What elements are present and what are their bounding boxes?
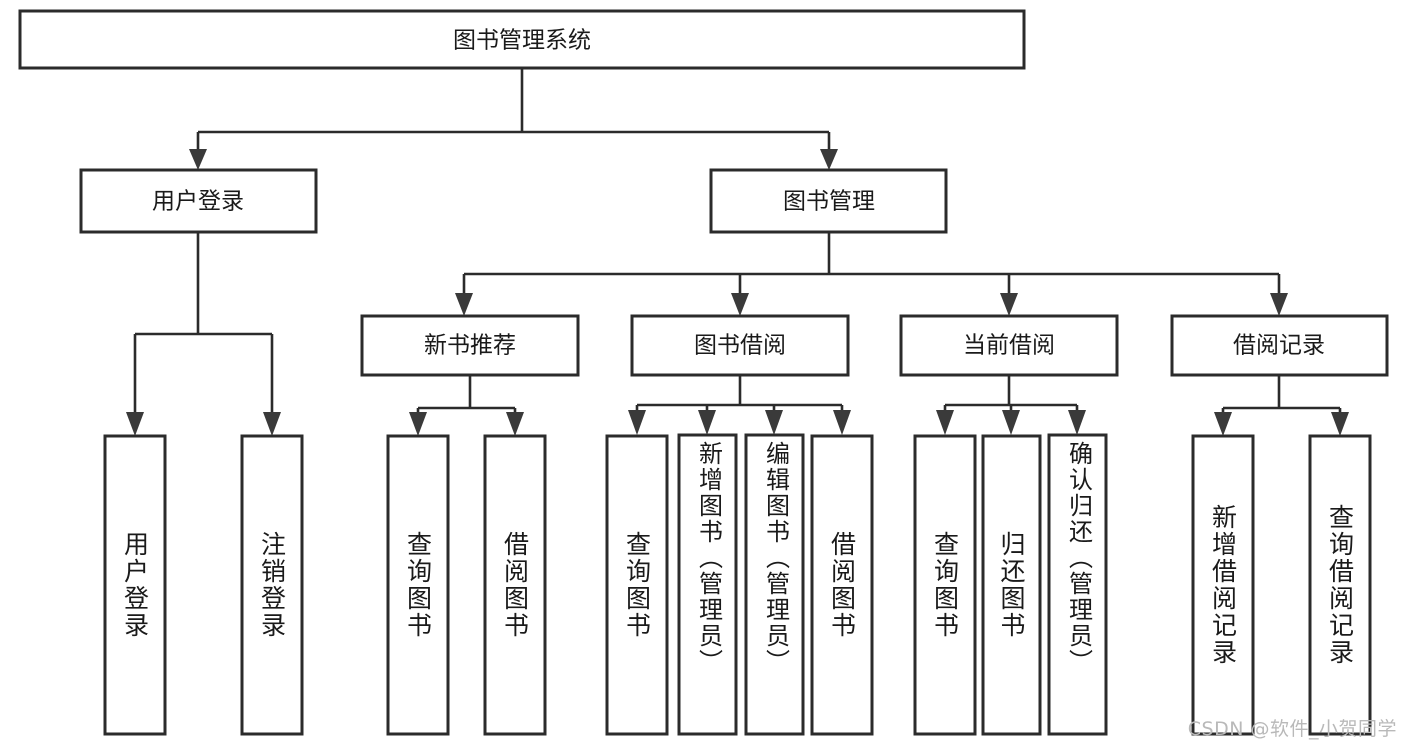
arrow-borrow-record-leaf-2 <box>1331 412 1349 436</box>
arrow-current-borrow-leaf-1 <box>936 410 954 435</box>
leaf-label-confirm-return-admin: 确认归还（管理员） <box>1064 441 1093 675</box>
leaf-box-user-login[interactable] <box>103 434 167 736</box>
leaf-box-query-book-2[interactable] <box>605 434 669 736</box>
arrow-book-borrow-leaf-1 <box>628 410 646 435</box>
arrow-root-to-user-login <box>189 149 207 170</box>
node-current-borrow-label: 当前借阅 <box>963 333 1055 359</box>
leaf-label-wrap-confirm-return-admin: 确认归还（管理员） <box>1049 435 1106 734</box>
leaf-box-add-book-admin[interactable] <box>677 433 738 736</box>
leaf-box-borrow-book-1[interactable] <box>483 434 547 736</box>
arrow-borrow-record-leaf-1 <box>1214 412 1232 436</box>
leaf-label-borrow-book-1: 借阅图书 <box>500 531 530 639</box>
leaf-label-wrap-edit-book-admin: 编辑图书（管理员） <box>746 435 803 734</box>
arrow-user-login-leaf-1 <box>126 412 144 436</box>
node-book-manage-box[interactable] <box>709 168 948 234</box>
leaf-label-wrap-borrow-book-1: 借阅图书 <box>485 436 545 734</box>
leaf-box-logout-login[interactable] <box>240 434 304 736</box>
node-user-login-label: 用户登录 <box>152 189 244 215</box>
leaf-label-wrap-query-book-2: 查询图书 <box>607 436 667 734</box>
arrow-book-borrow-leaf-2 <box>698 410 716 435</box>
arrow-book-manage-to-new-book-rec <box>455 293 473 316</box>
arrow-book-manage-to-current-borrow <box>1000 293 1018 316</box>
leaf-box-add-borrow-record[interactable] <box>1191 434 1255 736</box>
arrow-book-manage-to-book-borrow <box>731 293 749 316</box>
leaf-label-add-book-admin: 新增图书（管理员） <box>694 441 723 675</box>
node-root-label: 图书管理系统 <box>453 28 591 54</box>
arrow-current-borrow-leaf-2 <box>1002 410 1020 435</box>
node-user-login-box[interactable] <box>79 168 318 234</box>
leaf-box-query-book-3[interactable] <box>913 434 977 736</box>
arrow-book-borrow-leaf-3 <box>765 410 783 435</box>
leaf-box-query-book-1[interactable] <box>386 434 450 736</box>
node-borrow-record-box[interactable] <box>1170 314 1389 377</box>
arrow-book-borrow-leaf-4 <box>833 410 851 435</box>
arrow-root-to-book-manage <box>820 149 838 170</box>
arrow-current-borrow-leaf-3 <box>1068 410 1086 435</box>
node-book-manage-label: 图书管理 <box>783 189 875 215</box>
watermark-text: CSDN @软件_小贺同学 <box>1187 718 1397 740</box>
node-root-box[interactable] <box>18 9 1026 70</box>
leaf-label-wrap-query-book-1: 查询图书 <box>388 436 448 734</box>
leaf-label-query-book-2: 查询图书 <box>622 531 652 639</box>
leaf-label-query-book-1: 查询图书 <box>403 531 433 639</box>
leaf-box-return-book[interactable] <box>981 434 1042 736</box>
leaf-label-wrap-query-book-3: 查询图书 <box>915 436 975 734</box>
leaf-label-query-book-3: 查询图书 <box>930 531 960 639</box>
leaf-label-add-borrow-record: 新增借阅记录 <box>1208 504 1238 666</box>
leaf-label-wrap-query-borrow-record: 查询借阅记录 <box>1310 436 1370 734</box>
node-book-borrow-box[interactable] <box>630 314 850 377</box>
leaf-label-wrap-borrow-book-2: 借阅图书 <box>812 436 872 734</box>
arrow-new-book-rec-leaf-2 <box>506 412 524 436</box>
leaf-label-wrap-add-book-admin: 新增图书（管理员） <box>679 435 736 734</box>
arrow-book-manage-to-borrow-record <box>1270 293 1288 316</box>
leaf-label-logout-login: 注销登录 <box>257 531 287 639</box>
leaf-label-wrap-user-login: 用户登录 <box>105 436 165 734</box>
arrow-new-book-rec-leaf-1 <box>409 412 427 436</box>
node-book-borrow-label: 图书借阅 <box>694 333 786 359</box>
leaf-label-query-borrow-record: 查询借阅记录 <box>1325 504 1355 666</box>
leaf-box-query-borrow-record[interactable] <box>1308 434 1372 736</box>
leaf-label-user-login: 用户登录 <box>120 531 150 639</box>
leaf-label-wrap-add-borrow-record: 新增借阅记录 <box>1193 436 1253 734</box>
node-new-book-rec-box[interactable] <box>360 314 580 377</box>
leaf-label-return-book: 归还图书 <box>997 531 1026 639</box>
arrow-user-login-leaf-2 <box>263 412 281 436</box>
leaf-label-wrap-logout-login: 注销登录 <box>242 436 302 734</box>
node-current-borrow-box[interactable] <box>899 314 1119 377</box>
leaf-label-wrap-return-book: 归还图书 <box>983 436 1040 734</box>
node-new-book-rec-label: 新书推荐 <box>424 333 516 359</box>
connector-group <box>126 68 1349 436</box>
leaf-label-borrow-book-2: 借阅图书 <box>827 531 857 639</box>
leaf-label-edit-book-admin: 编辑图书（管理员） <box>761 441 790 675</box>
node-borrow-record-label: 借阅记录 <box>1233 333 1325 359</box>
leaf-box-borrow-book-2[interactable] <box>810 434 874 736</box>
leaf-box-edit-book-admin[interactable] <box>744 433 805 736</box>
leaf-box-confirm-return-admin[interactable] <box>1047 433 1108 736</box>
